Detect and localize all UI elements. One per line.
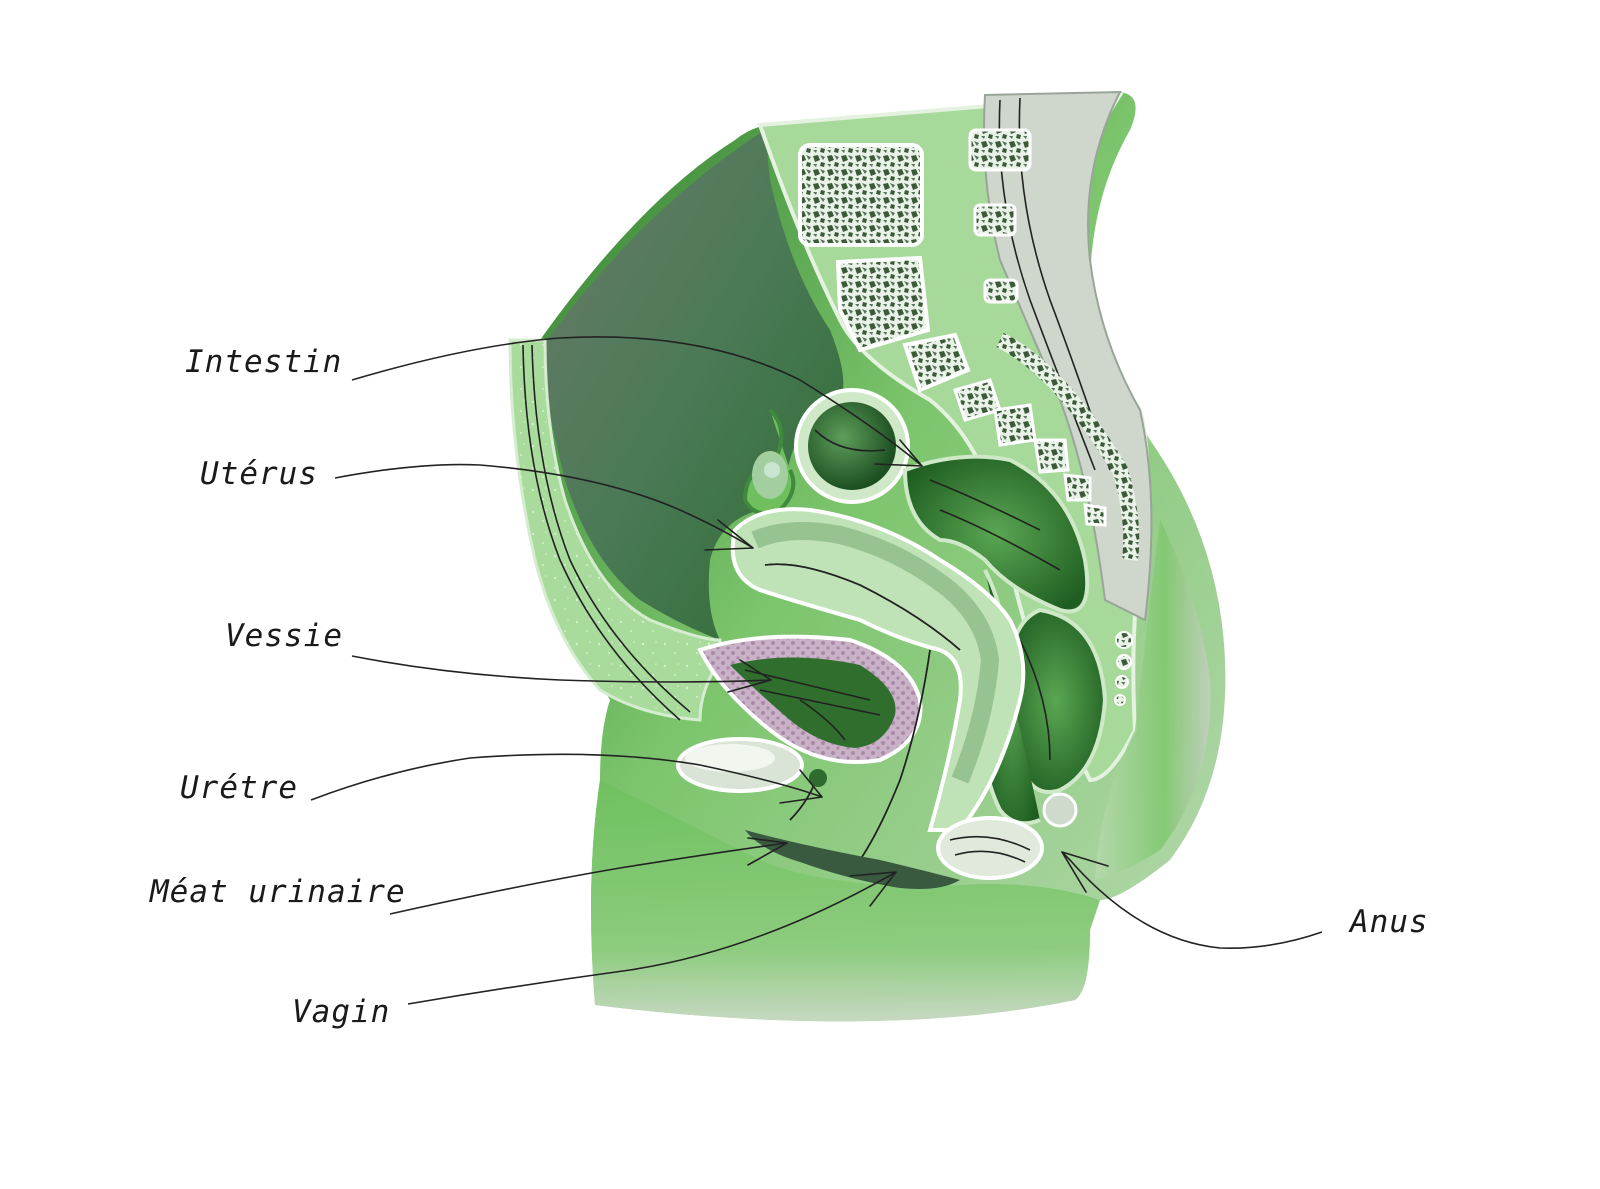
- anterior-abdominal-wall: [508, 338, 722, 722]
- spine: [757, 90, 1153, 783]
- vulva: [745, 830, 960, 889]
- vagina: [859, 649, 931, 861]
- leader-intestin: [351, 336, 923, 467]
- leader-anus: [1061, 851, 1323, 949]
- leader-vagin: [407, 871, 897, 1005]
- arrowhead-meat: [747, 837, 788, 866]
- pubic-bone: [676, 737, 804, 793]
- arrowhead-anus: [1061, 851, 1109, 893]
- label-intestin: Intestin: [185, 344, 342, 380]
- intestine: [794, 388, 910, 504]
- leader-meat: [389, 842, 788, 915]
- arrowhead-uretre: [779, 769, 823, 804]
- label-uretre: Urétre: [180, 770, 298, 806]
- labels: Intestin Utérus Vessie Urétre Méat urina…: [149, 344, 1429, 1030]
- label-vagin: Vagin: [292, 994, 390, 1030]
- leader-lines: [310, 336, 1323, 1005]
- leader-vessie: [351, 655, 772, 683]
- buttock: [1095, 520, 1211, 880]
- label-vessie: Vessie: [225, 618, 343, 654]
- arrowhead-intestin: [874, 439, 923, 467]
- abdominal-cavity: [540, 130, 844, 640]
- leader-uretre: [310, 753, 823, 801]
- anal-sphincter: [936, 792, 1078, 880]
- ovary: [742, 408, 796, 516]
- arrowhead-uterus: [704, 519, 754, 551]
- leader-uterus: [334, 463, 754, 549]
- urethra: [789, 769, 827, 821]
- label-uterus: Utérus: [200, 456, 318, 492]
- label-anus: Anus: [1348, 904, 1429, 940]
- label-meat-urinaire: Méat urinaire: [149, 874, 406, 910]
- arrowhead-vagin: [849, 871, 897, 907]
- arrowhead-vessie: [727, 659, 772, 693]
